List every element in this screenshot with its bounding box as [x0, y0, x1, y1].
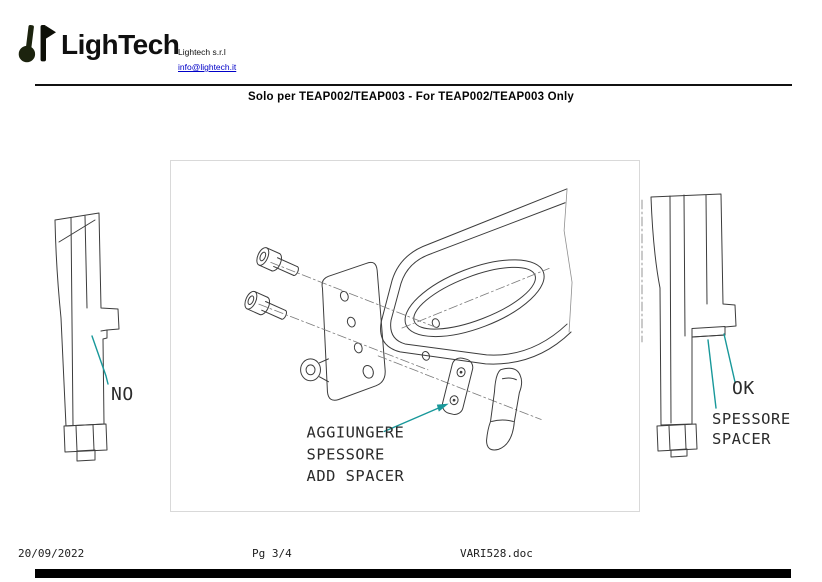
footer-date: 20/09/2022 — [18, 547, 85, 560]
adjuster-bracket — [300, 261, 386, 401]
adjuster-side-view-wrong — [54, 212, 120, 462]
assembly-axes — [258, 262, 550, 420]
spacer-arrow-line — [383, 405, 443, 433]
no-leader-line — [91, 335, 109, 385]
spacer-arrowhead-icon — [436, 403, 449, 412]
label-ok: OK — [732, 378, 755, 399]
spacer-callout: AGGIUNGERE SPESSORE ADD SPACER — [307, 403, 449, 485]
lightech-logo: LighTech — [16, 24, 180, 66]
company-info: Lightech s.r.l info@lightech.it — [178, 46, 236, 74]
footer-document-name: VARI528.doc — [460, 547, 533, 560]
label-add-spacer: ADD SPACER — [307, 467, 405, 485]
ok-leader-line — [723, 333, 736, 383]
header-divider — [35, 84, 792, 86]
swingarm — [380, 188, 573, 365]
label-spessore-it: SPESSORE — [712, 410, 791, 428]
diagram-with-spacer: OK SPESSORE SPACER — [641, 193, 791, 458]
socket-bolt-top-icon — [256, 247, 299, 276]
document-title: Solo per TEAP002/TEAP003 - For TEAP002/T… — [248, 91, 574, 103]
diagram-exploded-view: AGGIUNGERE SPESSORE ADD SPACER — [170, 160, 640, 512]
label-no: NO — [111, 384, 134, 405]
logo-text: LighTech — [61, 29, 180, 60]
email-link[interactable]: info@lightech.it — [178, 62, 237, 72]
label-spessore: SPESSORE — [307, 445, 385, 463]
company-name: Lightech s.r.l — [178, 47, 226, 57]
socket-bolt-bottom-icon — [244, 290, 287, 320]
adjuster-side-view-correct — [641, 193, 737, 458]
chain-pad — [486, 367, 523, 451]
label-aggiungere: AGGIUNGERE — [307, 423, 405, 441]
footer-page-number: Pg 3/4 — [252, 547, 292, 560]
spacer-part — [441, 357, 474, 415]
diagram-no-spacer: NO — [54, 212, 134, 462]
label-spacer-en: SPACER — [712, 430, 771, 448]
footer-bar — [35, 569, 791, 578]
lightech-logo-icon — [18, 24, 56, 63]
spacer-leader-line — [707, 339, 717, 409]
exploded-assembly — [244, 188, 573, 451]
installed-spacer — [691, 326, 726, 338]
